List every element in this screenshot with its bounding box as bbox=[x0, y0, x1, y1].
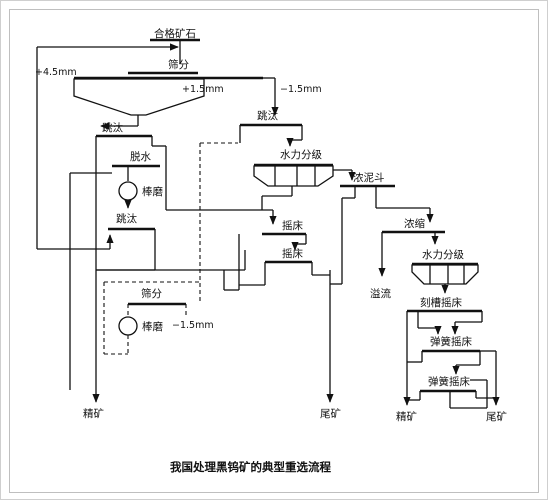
size-label-plus-4-5: +4.5mm bbox=[35, 67, 77, 78]
dewater-label: 脱水 bbox=[130, 150, 151, 163]
grooved-table-label: 刻槽摇床 bbox=[420, 296, 462, 309]
tailings-right-label: 尾矿 bbox=[486, 410, 507, 423]
rod-mill-1-label: 棒磨 bbox=[142, 185, 163, 198]
hydro-class-1-symbol bbox=[253, 165, 334, 187]
rod-mill-2-symbol bbox=[118, 316, 138, 336]
spring-table-1-label: 弹簧摇床 bbox=[430, 335, 472, 348]
jig-3-label: 跳汰 bbox=[257, 109, 278, 122]
rod-mill-1-symbol bbox=[118, 181, 138, 201]
concentrate-left-label: 精矿 bbox=[83, 407, 104, 420]
jig-1-label: 跳汰 bbox=[102, 121, 123, 134]
tailings-mid-label: 尾矿 bbox=[320, 407, 341, 420]
thickener-label: 浓缩 bbox=[404, 217, 425, 230]
concentrate-right-label: 精矿 bbox=[396, 410, 417, 423]
size-label-minus-1-5-bottom: −1.5mm bbox=[172, 320, 214, 331]
spring-table-2-label: 弹簧摇床 bbox=[428, 375, 470, 388]
overflow-label: 溢流 bbox=[370, 287, 391, 300]
hydro-class-2-symbol bbox=[411, 264, 479, 285]
rod-mill-2-label: 棒磨 bbox=[142, 320, 163, 333]
shaking-table-1-label: 摇床 bbox=[282, 219, 303, 232]
diagram-caption: 我国处理黑钨矿的典型重选流程 bbox=[170, 460, 331, 474]
shaking-table-2-label: 摇床 bbox=[282, 247, 303, 260]
feed-label: 合格矿石 bbox=[154, 27, 196, 40]
hydro-class-1-label: 水力分级 bbox=[280, 148, 322, 161]
size-label-plus-1-5: +1.5mm bbox=[182, 84, 224, 95]
screen-2-label: 筛分 bbox=[141, 287, 162, 300]
slime-cone-label: 浓泥斗 bbox=[353, 171, 385, 184]
jig-2-label: 跳汰 bbox=[116, 212, 137, 225]
screen-main-label: 筛分 bbox=[168, 58, 189, 71]
screen-main-hopper bbox=[73, 78, 205, 116]
size-label-minus-1-5-top: −1.5mm bbox=[280, 84, 322, 95]
hydro-class-2-label: 水力分级 bbox=[422, 248, 464, 261]
